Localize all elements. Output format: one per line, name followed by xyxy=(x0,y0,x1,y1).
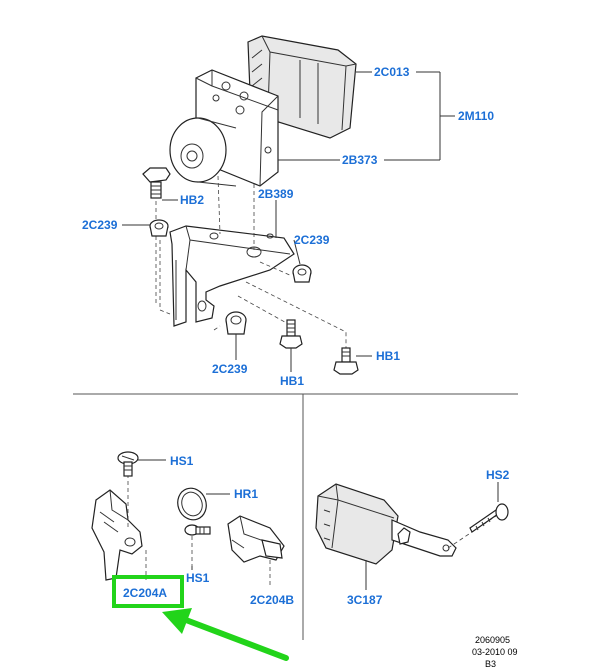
label-3c187: 3C187 xyxy=(347,593,383,607)
mounting-bracket xyxy=(169,225,295,327)
label-2c239-left: 2C239 xyxy=(82,218,118,232)
footer-ref-number: 2060905 xyxy=(475,635,510,645)
footer-code: B3 xyxy=(485,659,496,669)
grommet-bottom-icon xyxy=(225,311,247,335)
assembly-guide-lines xyxy=(155,175,347,352)
highlight-box xyxy=(112,575,184,608)
label-hb1-center: HB1 xyxy=(280,374,304,388)
label-hs1-bottom: HS1 xyxy=(186,571,210,585)
leader-lines-bottom-right xyxy=(365,482,499,590)
label-2c204b: 2C204B xyxy=(250,593,294,607)
label-2c013: 2C013 xyxy=(374,65,410,79)
label-2b373: 2B373 xyxy=(342,153,378,167)
leader-lines-top xyxy=(122,71,455,372)
highlight-arrow-shaft xyxy=(183,617,289,661)
label-hr1: HR1 xyxy=(234,487,258,501)
label-hs1-top: HS1 xyxy=(170,454,194,468)
grommet-left-icon xyxy=(149,219,169,237)
highlight-annotation xyxy=(112,575,289,661)
speed-sensor-b xyxy=(227,515,285,588)
yaw-rate-sensor xyxy=(315,483,497,565)
highlight-arrow-head xyxy=(162,608,192,634)
hs2-screw-icon xyxy=(469,503,509,533)
hb2-bolt-icon xyxy=(142,167,171,199)
footer-date: 03-2010 09 xyxy=(472,647,518,657)
label-2c239-bottom: 2C239 xyxy=(212,362,248,376)
label-hb1-right: HB1 xyxy=(376,349,400,363)
hr1-o-ring-icon xyxy=(177,487,207,521)
label-hb2: HB2 xyxy=(180,193,204,207)
wheel-speed-sensor xyxy=(91,474,147,581)
label-2c239-right: 2C239 xyxy=(294,233,330,247)
label-2m110: 2M110 xyxy=(458,109,494,123)
abs-control-module xyxy=(169,35,357,187)
hs1-bottom-screw-icon xyxy=(184,524,211,566)
hb1-center-bolt-icon xyxy=(279,319,303,349)
hb1-right-bolt-icon xyxy=(333,347,359,375)
label-2b389: 2B389 xyxy=(258,187,294,201)
leader-lines-bottom-left xyxy=(138,459,230,570)
label-2c204a: 2C204A xyxy=(123,586,167,600)
hs1-top-screw-icon xyxy=(117,451,139,477)
label-hs2: HS2 xyxy=(486,468,510,482)
grommet-right-icon xyxy=(292,264,312,283)
